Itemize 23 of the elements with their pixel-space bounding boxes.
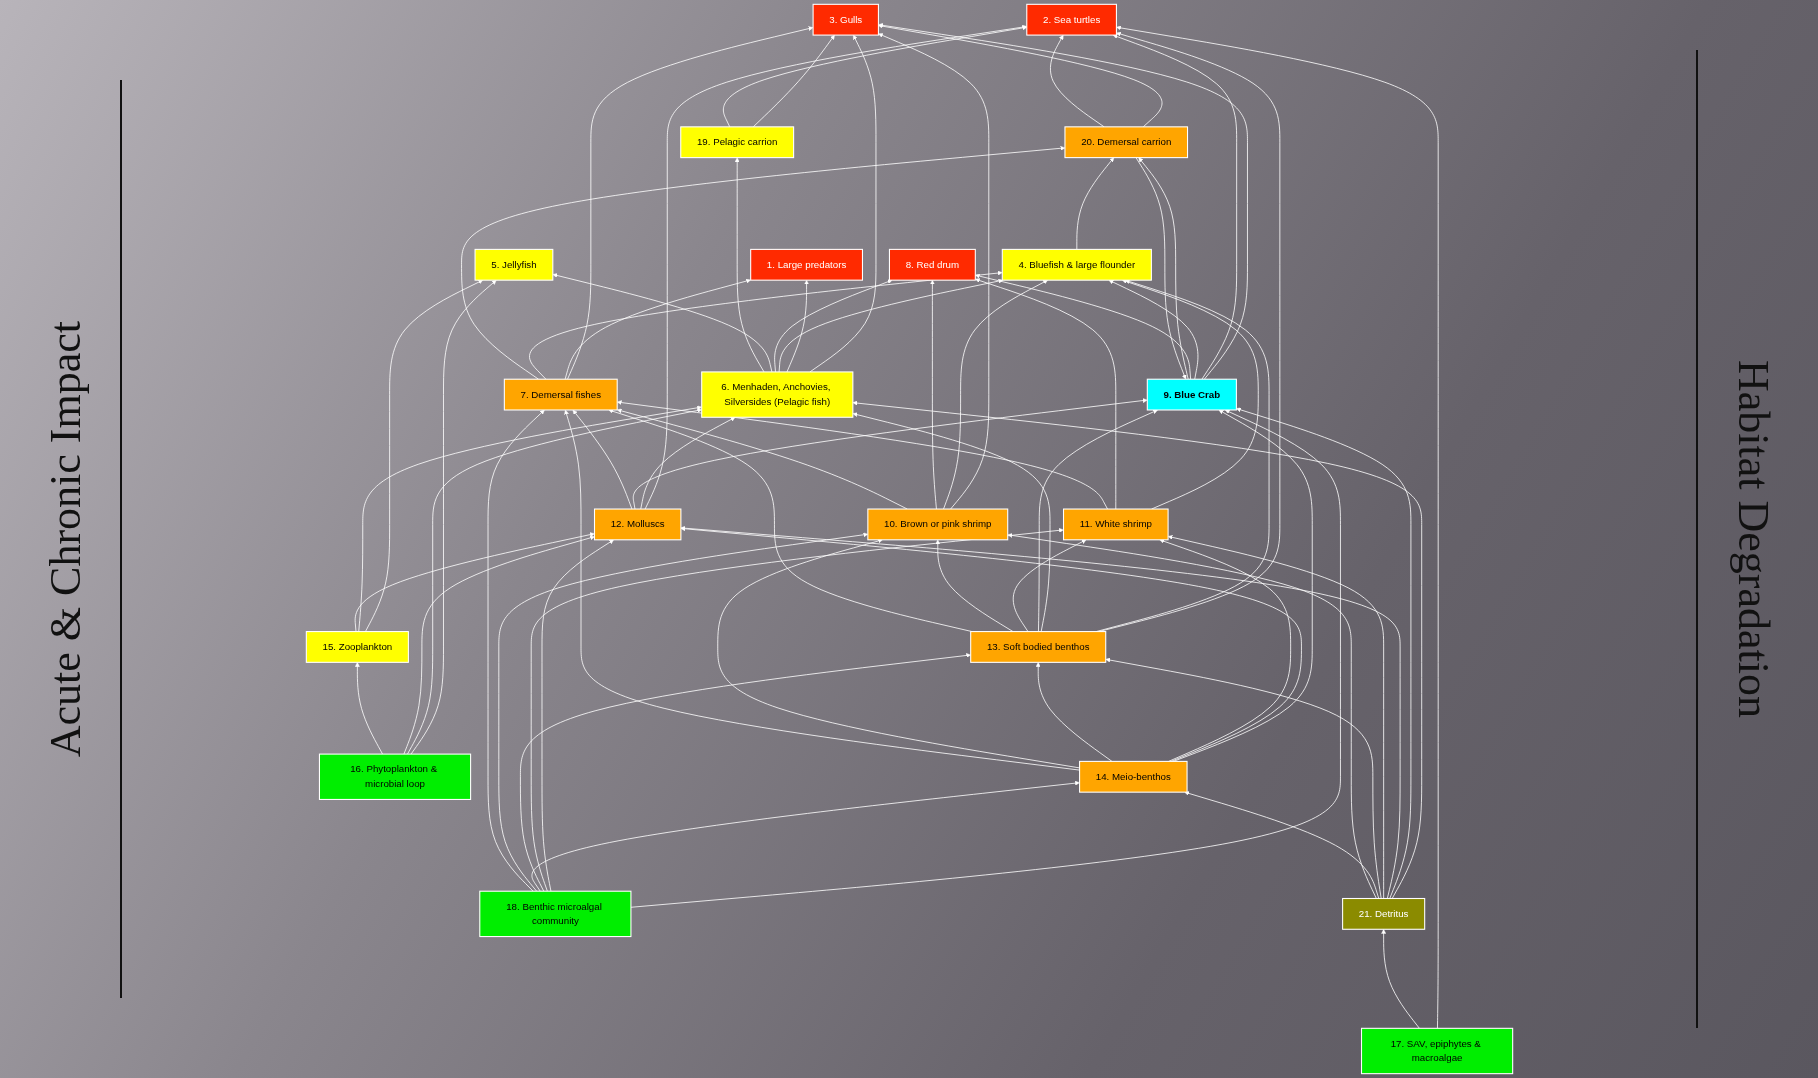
node-box: 10. Brown or pink shrimp (866, 508, 1008, 541)
node-box: 19. Pelagic carrion (679, 126, 794, 159)
node-box: 8. Red drum (888, 248, 976, 281)
node-box: 7. Demersal fishes (503, 378, 618, 411)
node-box: 1. Large predators (749, 248, 863, 281)
node-box: 15. Zooplankton (305, 631, 409, 663)
node-box: 14. Meio-benthos (1078, 760, 1188, 793)
node-box: 21. Detritus (1341, 897, 1425, 930)
node-box: 11. White shrimp (1062, 508, 1169, 541)
node-box: 17. SAV, epiphytes & macroalgae (1360, 1027, 1513, 1075)
node-box: 20. Demersal carrion (1063, 126, 1188, 159)
node-box: 13. Soft bodied benthos (969, 631, 1106, 663)
node-box: 6. Menhaden, Anchovies, Silversides (Pelagic fish) (700, 371, 853, 418)
side-label: Habitat Degradation (1727, 360, 1779, 718)
node-box: 2. Sea turtles (1025, 3, 1117, 36)
node-box: 4. Bluefish & large flounder (1001, 248, 1152, 281)
side-label: Acute & Chronic Impact (39, 320, 91, 758)
node-box: 3. Gulls (812, 3, 879, 36)
node-box: 16. Phytoplankton & microbial loop (318, 753, 471, 800)
node-box: 12. Molluscs (593, 508, 681, 541)
node-box: 18. Benthic microalgal community (478, 890, 631, 938)
node-box: 5. Jellyfish (474, 248, 553, 281)
node-box: 9. Blue Crab (1146, 378, 1237, 411)
